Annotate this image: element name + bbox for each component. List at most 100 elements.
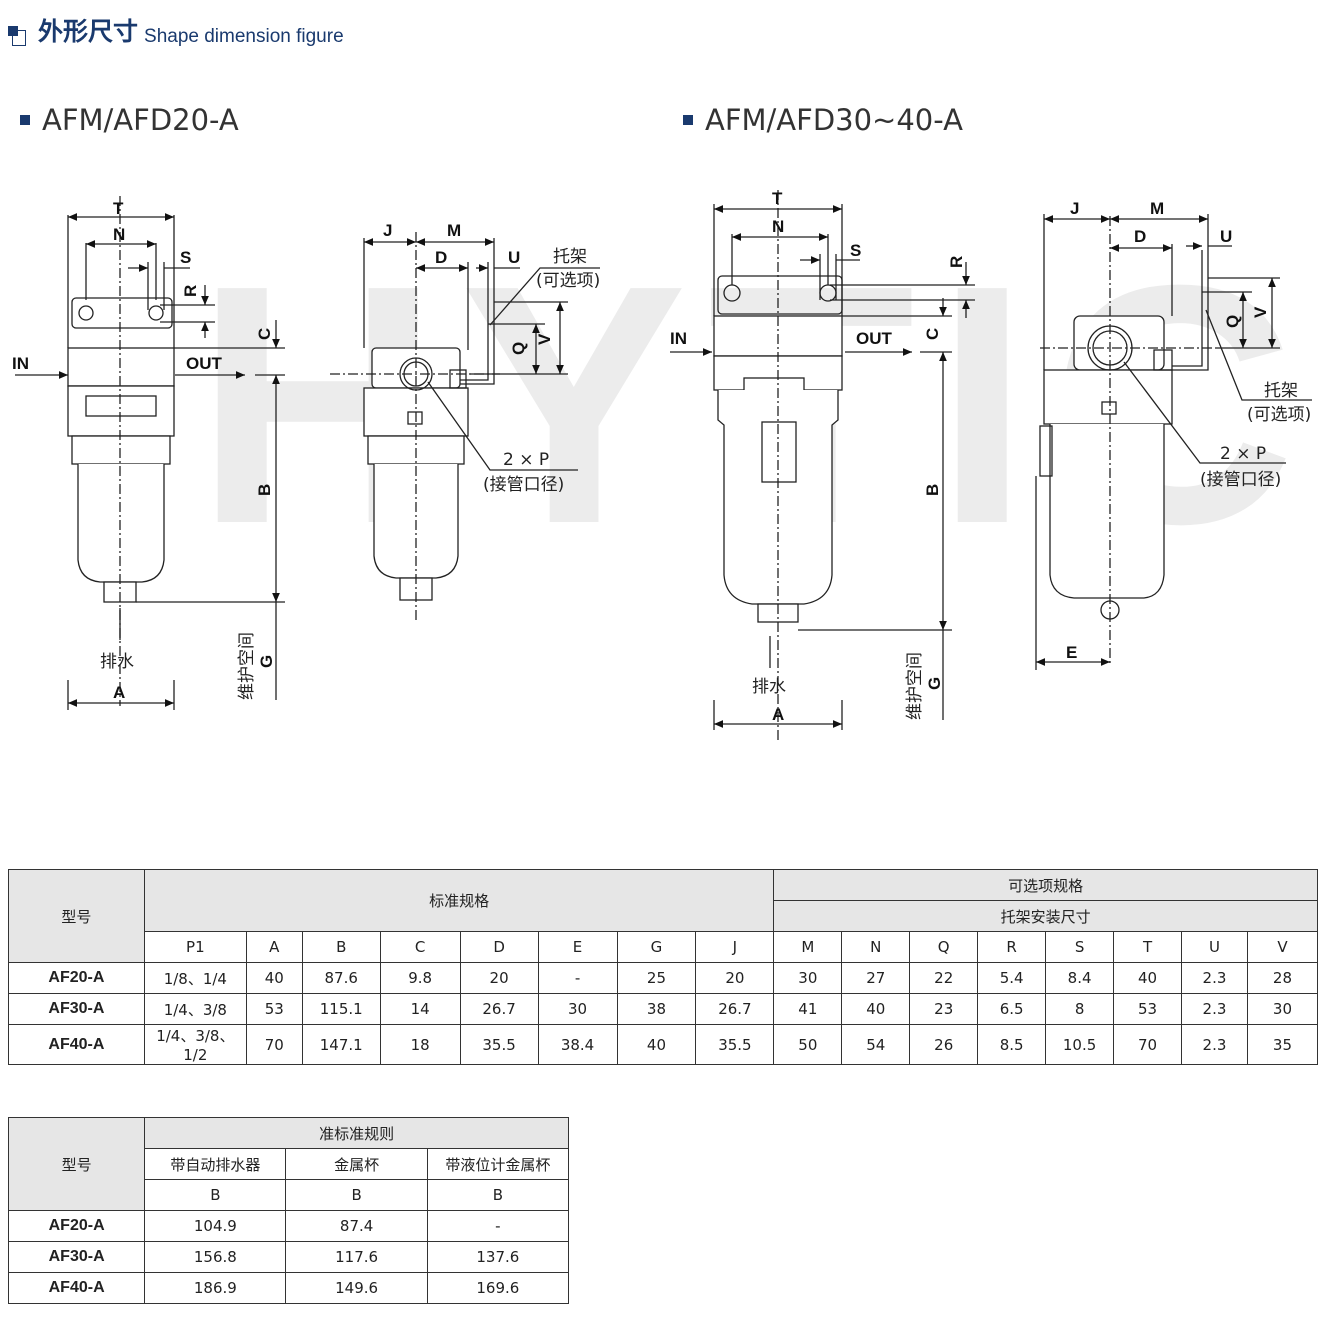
dim-R-label: R [181,285,200,297]
dim-E-label: E [1066,643,1077,662]
cell: 25 [616,962,697,994]
cell: 1/4、3/8、1/2 [143,1024,247,1065]
optional-label: (可选项) [1247,405,1311,425]
col-header: S [1045,931,1115,963]
dim-R-label: R [947,256,966,268]
col-header: 带自动排水器 [144,1148,287,1180]
model-cell: AF30-A [7,1241,146,1273]
col-header: D [459,931,539,963]
col-header: 金属杯 [285,1148,428,1180]
cell: 23 [909,993,979,1025]
cell: - [537,962,618,994]
col-header: B [301,931,381,963]
group-header: 准标准规则 [144,1117,569,1149]
in-label: IN [12,354,29,373]
table-row: AF40-A 186.9 149.6 169.6 [7,1272,570,1304]
drain-label: 排水 [100,652,134,672]
model-header: 型号 [7,1117,146,1211]
sub-header: B [426,1179,570,1211]
cell: 30 [537,993,618,1025]
af20-side-view [330,232,600,620]
out-label: OUT [856,329,893,348]
col-header: P1 [143,931,247,963]
dim-J-label: J [383,221,392,240]
section-title: 外形尺寸 Shape dimension figure [8,12,344,48]
model-left-label: AFM/AFD20-A [42,103,239,137]
cell: 18 [379,1024,461,1065]
dim-V-label: V [1251,306,1270,318]
port-note-label: (接管口径) [1200,470,1281,490]
cell: 40 [245,962,303,994]
cell: 38.4 [537,1024,618,1065]
bullet-icon [20,115,30,125]
model-cell: AF20-A [7,1210,146,1242]
model-right-label: AFM/AFD30~40-A [705,103,963,137]
af30-side-view [1035,214,1312,670]
cell: 147.1 [301,1024,381,1065]
cell: 20 [459,962,539,994]
maint-label: 维护空间 [905,652,925,720]
title-cn: 外形尺寸 [38,17,139,46]
port-label: 2 × P [1220,444,1266,464]
cell: 30 [773,962,843,994]
cell: 2.3 [1181,962,1248,994]
maint-label: 维护空间 [237,632,257,700]
col-header: J [695,931,775,963]
cell: 53 [1113,993,1182,1025]
model-cell: AF40-A [8,1024,145,1065]
af30-front-view [670,190,975,740]
cell: 35.5 [695,1024,775,1065]
cell: 9.8 [379,962,461,994]
dim-U-label: U [508,248,520,267]
dim-N-label: N [113,225,125,244]
cell: 2.3 [1181,1024,1248,1065]
cell: 35 [1246,1024,1319,1065]
port-label: 2 × P [503,450,549,470]
cell: 104.9 [144,1210,287,1242]
table-row: AF30-A 156.8 117.6 137.6 [7,1241,570,1273]
cell: - [426,1210,570,1242]
in-label: IN [670,329,687,348]
model-cell: AF40-A [7,1272,146,1304]
col-header: E [537,931,618,963]
dim-A-label: A [113,683,125,702]
sub-header: B [285,1179,428,1211]
table-row: AF20-A 104.9 87.4 - [7,1210,570,1242]
dim-D-label: D [1134,227,1146,246]
cell: 28 [1246,962,1319,994]
dim-Q-label: Q [509,342,528,355]
model-heading-left: AFM/AFD20-A [20,103,239,137]
opt-spec-header: 可选项规格 [773,869,1318,901]
col-header: V [1246,931,1319,963]
cell: 38 [616,993,697,1025]
dim-V-label: V [535,333,554,345]
dim-J-label: J [1070,199,1079,218]
cell: 26.7 [695,993,775,1025]
port-note-label: (接管口径) [483,475,564,495]
dim-T-label: T [113,199,124,218]
dim-T-label: T [772,189,783,208]
cell: 54 [841,1024,911,1065]
cell: 10.5 [1045,1024,1115,1065]
dim-C-label: C [923,328,942,340]
cell: 14 [379,993,461,1025]
cell: 53 [245,993,303,1025]
bracket-size-header: 托架安装尺寸 [773,900,1318,932]
cell: 26.7 [459,993,539,1025]
bracket-label: 托架 [553,247,587,267]
cell: 87.6 [301,962,381,994]
column-header-row: P1 A B C D E G J M N Q R S T U V [9,931,1319,963]
cell: 1/4、3/8 [143,993,247,1025]
col-header: N [841,931,911,963]
model-header: 型号 [8,869,145,963]
cell: 87.4 [285,1210,428,1242]
table-row: AF40-A 1/4、3/8、1/2 70 147.1 18 35.5 38.4… [8,1024,1319,1065]
optional-label: (可选项) [536,271,600,291]
dimension-table: 型号 标准规格 可选项规格 托架安装尺寸 P1 A B C D E G J M … [8,869,1319,1065]
model-cell: AF30-A [8,993,145,1025]
dim-G-label: G [257,655,276,668]
cell: 117.6 [285,1241,428,1273]
std-spec-header: 标准规格 [143,869,775,932]
cell: 156.8 [144,1241,287,1273]
col-header: Q [909,931,979,963]
